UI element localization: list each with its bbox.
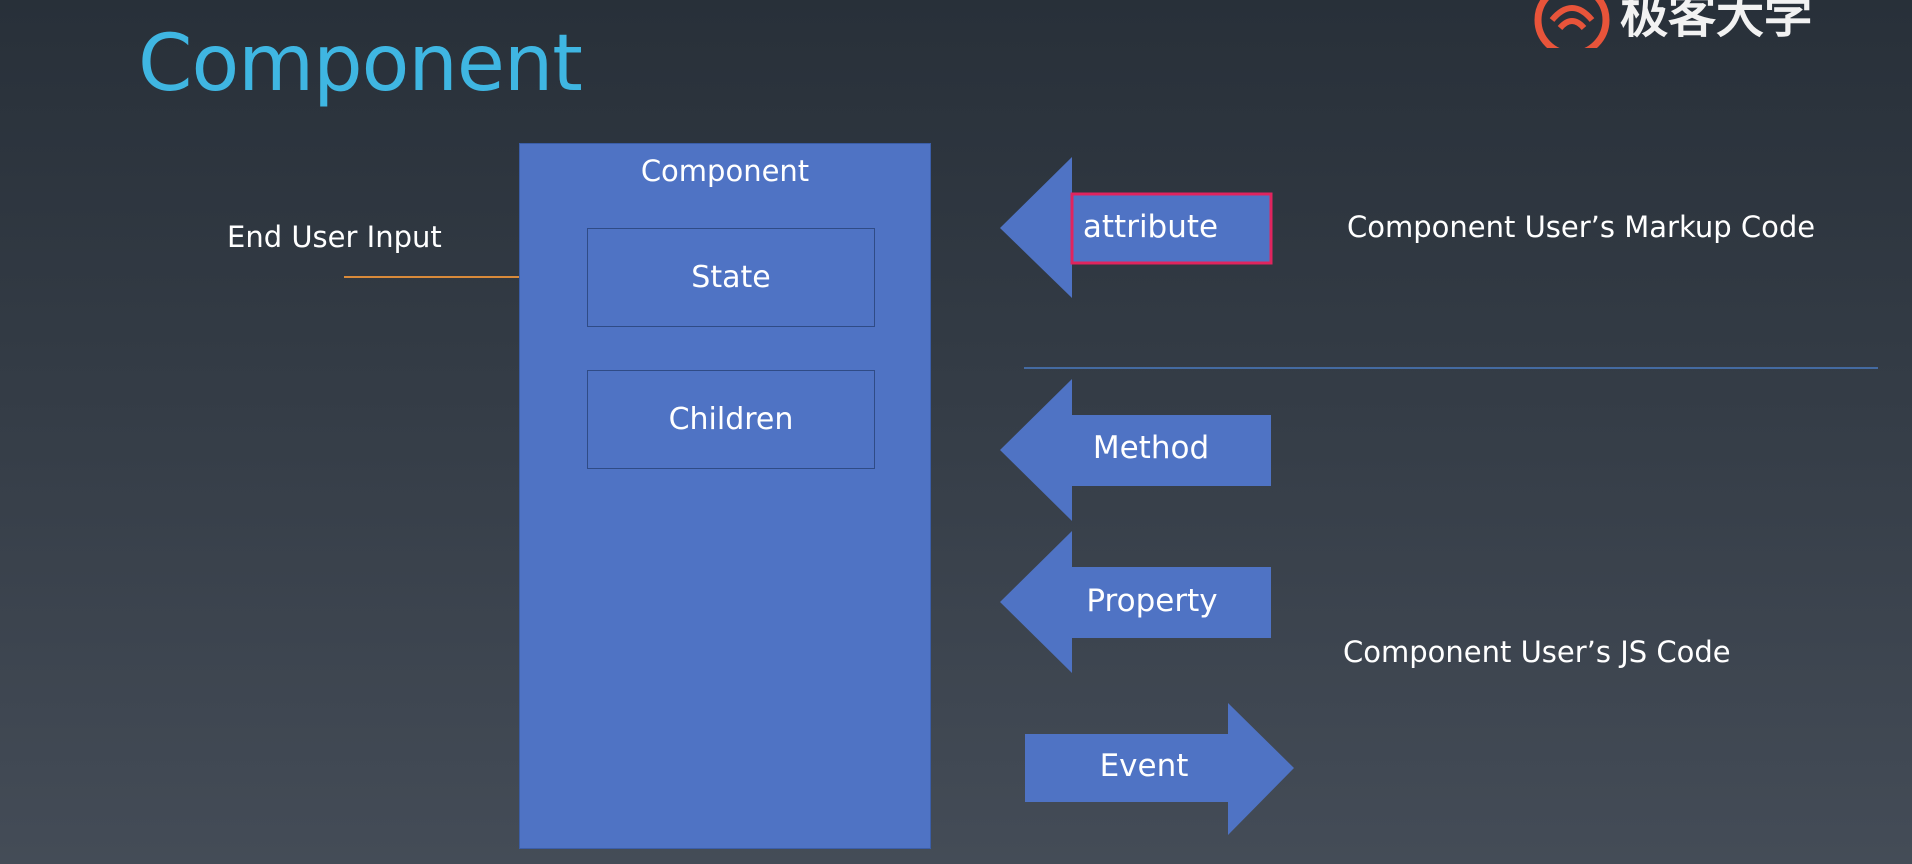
component-box: Component State Children (519, 143, 931, 849)
children-box: Children (587, 370, 875, 469)
method-arrow (1000, 379, 1271, 521)
attribute-highlight (1070, 192, 1273, 265)
property-arrow (1000, 531, 1271, 673)
end-user-input-label: End User Input (227, 220, 442, 254)
state-label: State (691, 260, 771, 295)
property-label: Property (1086, 583, 1218, 619)
state-box: State (587, 228, 875, 327)
event-arrow (1025, 703, 1294, 835)
js-code-label: Component User’s JS Code (1343, 635, 1731, 669)
markup-code-label: Component User’s Markup Code (1347, 210, 1816, 244)
component-label: Component (640, 154, 810, 188)
method-label: Method (1092, 430, 1210, 466)
slide-title: Component (138, 19, 583, 109)
logo: 极客大学 (1530, 0, 1812, 58)
attribute-label: attribute (1082, 209, 1219, 245)
logo-text: 极客大学 (1620, 0, 1813, 44)
children-label: Children (668, 402, 794, 437)
event-label: Event (1099, 748, 1189, 784)
